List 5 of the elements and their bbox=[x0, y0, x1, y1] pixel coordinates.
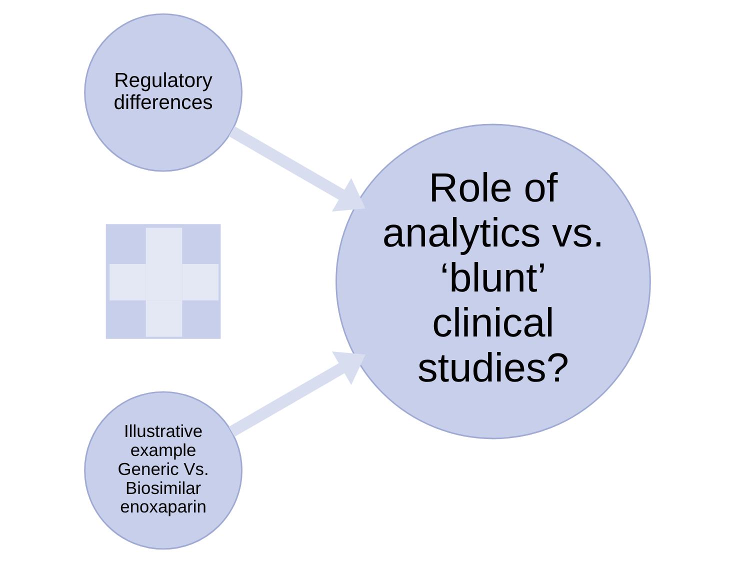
node-circle: Role of analytics vs. ‘blunt’ clinical studies? bbox=[336, 124, 651, 440]
arrow bbox=[228, 126, 366, 212]
node-circle: Regulatory differences bbox=[84, 13, 242, 172]
arrow bbox=[228, 352, 366, 437]
node-circle: Illustrative example Generic Vs. Biosimilar enoxaparin bbox=[84, 391, 242, 550]
